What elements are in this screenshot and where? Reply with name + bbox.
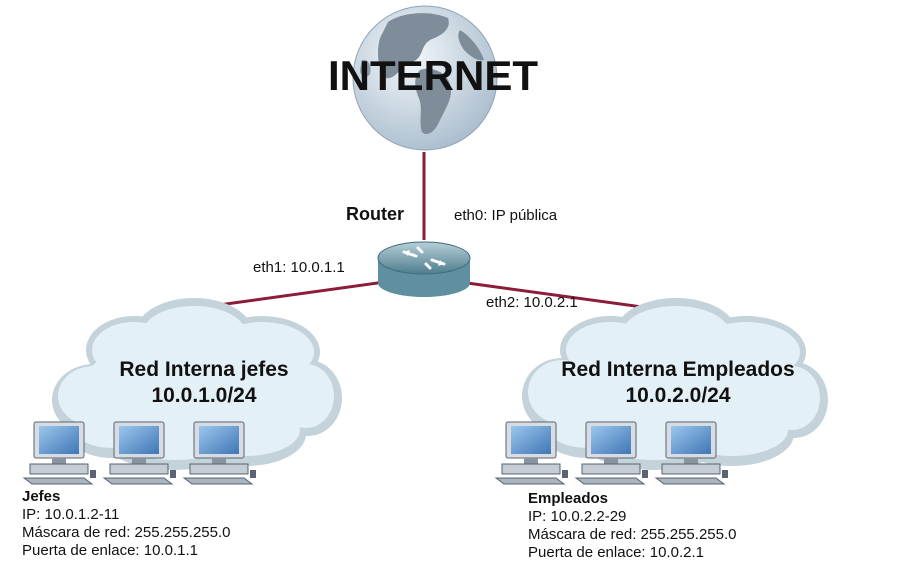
link-router-jefes (196, 280, 386, 310)
jefes-gateway: Puerta de enlace: 10.0.1.1 (22, 542, 198, 559)
empleados-ip: IP: 10.0.2.2-29 (528, 508, 627, 525)
computer-icon (574, 421, 648, 485)
network-name-jefes: Red Interna jefes (119, 358, 288, 381)
network-cidr-jefes: 10.0.1.0/24 (151, 384, 256, 407)
computer-icon (102, 421, 176, 485)
jefes-info: Jefes IP: 10.0.1.2-11 Máscara de red: 25… (22, 488, 230, 560)
internet-label: INTERNET (328, 52, 538, 99)
eth2-label: eth2: 10.0.2.1 (486, 294, 578, 311)
computer-icon (654, 421, 728, 485)
empleados-info: Empleados IP: 10.0.2.2-29 Máscara de red… (528, 490, 736, 562)
computers (22, 421, 728, 485)
eth0-label: eth0: IP pública (454, 207, 558, 224)
empleados-title: Empleados (528, 490, 609, 507)
network-name-empleados: Red Interna Empleados (561, 358, 794, 381)
network-cidr-empleados: 10.0.2.0/24 (625, 384, 730, 407)
router-icon (377, 241, 471, 297)
cloud-icon (522, 298, 828, 470)
jefes-title: Jefes (22, 488, 61, 505)
jefes-mask: Máscara de red: 255.255.255.0 (22, 524, 231, 541)
empleados-gateway: Puerta de enlace: 10.0.2.1 (528, 544, 704, 561)
computer-icon (494, 421, 568, 485)
computer-icon (182, 421, 256, 485)
globe-icon (352, 5, 498, 151)
eth1-label: eth1: 10.0.1.1 (253, 259, 345, 276)
jefes-ip: IP: 10.0.1.2-11 (22, 506, 120, 523)
router-label: Router (346, 204, 404, 224)
empleados-mask: Máscara de red: 255.255.255.0 (528, 526, 737, 543)
computer-icon (22, 421, 96, 485)
link-router-empleados (459, 280, 665, 312)
